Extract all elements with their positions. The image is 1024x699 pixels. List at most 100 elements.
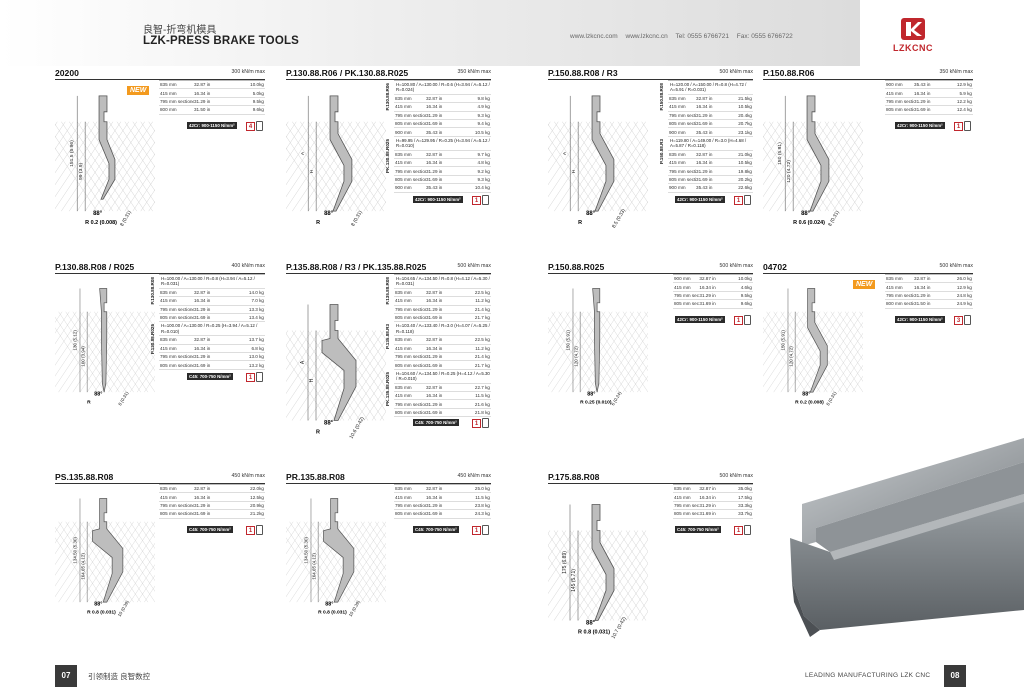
hatch-line <box>579 311 634 393</box>
weight: 11.2 kg <box>475 345 490 351</box>
hatch-line <box>368 575 386 603</box>
radius-label: R 0.8 (0.031) <box>318 610 347 616</box>
pieces-count: 1 <box>246 373 255 383</box>
spec-group-heading: H=100.00 / A=130.00 / R=0.8 (H=3.94 / A=… <box>159 275 265 289</box>
hatch-line <box>548 147 591 212</box>
weight: 13.2 kg <box>248 362 264 368</box>
length-in: 32.87 in <box>696 151 713 157</box>
website-link-com[interactable]: www.lzkcnc.com <box>570 33 618 40</box>
title-rule <box>55 483 265 484</box>
hatch-line <box>122 553 155 603</box>
hatch-line <box>548 311 563 334</box>
hatch-line <box>137 365 155 393</box>
hatch-line <box>594 311 648 393</box>
length-mm: 835 mm <box>160 486 177 492</box>
hatch-line <box>55 121 82 162</box>
hatch-line <box>558 311 613 393</box>
hatch-line <box>122 521 155 571</box>
length-mm: 415 mm <box>674 494 691 500</box>
weight: 20.9kg <box>250 502 264 508</box>
logo-icon <box>901 18 925 40</box>
length-in: 16.34 in <box>696 104 713 110</box>
length-in: 31.69 in <box>426 511 443 517</box>
length-in: 32.87 in <box>426 96 443 101</box>
spec-group-label: P.130.88.R06 <box>385 83 390 111</box>
footer-slogan: 引领制造 良智数控 <box>88 672 151 681</box>
length-mm: 415 mm <box>669 160 686 166</box>
hatch-line <box>548 311 584 366</box>
hatch-line <box>548 121 591 186</box>
radius-label: R 0.25 (0.010) <box>580 400 612 406</box>
length-in: 16.34 in <box>426 298 443 304</box>
material-label: C45: 700-750 N/mm² <box>187 373 233 381</box>
pieces-count: 3 <box>954 315 963 325</box>
length-mm: 800 mm <box>160 107 177 113</box>
website-link-cn[interactable]: www.lzkcnc.cn <box>625 33 668 40</box>
length-in: 31.69 in <box>914 107 931 113</box>
hatch-line <box>55 521 70 544</box>
hatch-line <box>633 121 648 144</box>
tool-profile <box>592 288 601 393</box>
weight: 10.4 kg <box>474 185 490 191</box>
header-band <box>0 0 860 66</box>
load-capacity: 450 kN/m max <box>457 473 491 479</box>
hatch-line <box>339 532 386 603</box>
hatch-line <box>61 121 122 212</box>
length-mm: 415 mm <box>395 160 412 166</box>
length-in: 32.87 in <box>193 82 211 88</box>
hatch-line <box>570 121 630 212</box>
hatch-line <box>137 575 155 603</box>
length-mm: 415 mm <box>395 345 412 351</box>
length-in: 16.34 in <box>699 494 716 500</box>
length-in: 31.69 in <box>699 301 716 307</box>
angle-label: 88° <box>94 602 102 608</box>
hatch-line <box>286 521 308 555</box>
product-title: PR.135.88.R08 <box>286 472 345 482</box>
title-rule <box>286 483 491 484</box>
radius-label: R <box>578 220 582 226</box>
hatch-line <box>832 165 863 212</box>
length-in: 31.69 in <box>696 176 713 182</box>
hatch-line <box>310 521 365 603</box>
segment-icon <box>744 314 751 325</box>
hatch-line <box>65 311 120 393</box>
weight: 21.4 kg <box>474 354 490 360</box>
weight: 21.0kg <box>738 151 752 157</box>
hatch-line <box>115 332 155 393</box>
weight: 33.3kg <box>738 502 752 508</box>
weight: 22.7 kg <box>474 384 490 390</box>
hatch-line <box>108 141 155 212</box>
tool-profile <box>807 288 828 393</box>
length-in: 35.43 in <box>426 185 443 191</box>
length-in: 32.87 in <box>699 276 716 282</box>
hatch-line <box>77 121 137 212</box>
dimension-label: 120 (4.72) <box>573 346 578 367</box>
length-mm: 795 mm sectioned <box>886 292 914 298</box>
hatch-line <box>852 375 863 393</box>
weight: 5.0kg <box>252 90 264 96</box>
hatch-line <box>816 322 863 393</box>
length-in: 16.34 in <box>426 345 443 351</box>
length-in: 31.29 in <box>426 306 443 312</box>
weight: 22.5 kg <box>474 290 490 295</box>
length-mm: 795 mm sectioned <box>395 306 426 312</box>
hatch-line <box>763 121 806 186</box>
weight: 9.4 kg <box>477 121 490 127</box>
